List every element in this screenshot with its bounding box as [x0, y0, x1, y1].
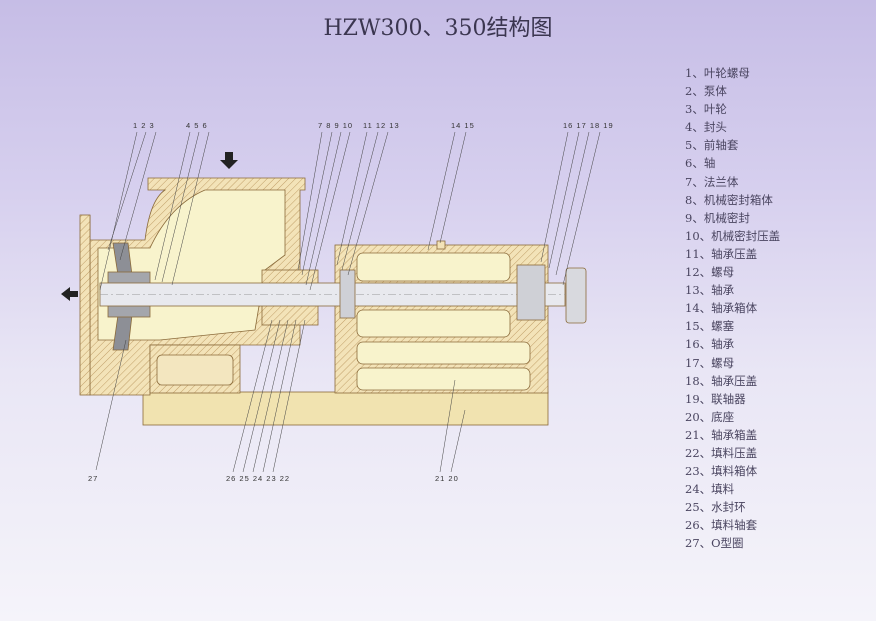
callout-4-6: 4 5 6 — [186, 121, 208, 130]
legend-item: 14、轴承箱体 — [685, 301, 758, 316]
callout-16-19: 16 17 18 19 — [563, 121, 614, 130]
base-plate — [142, 391, 549, 426]
callout-26-22: 26 25 24 23 22 — [226, 474, 291, 483]
legend-item: 1、叶轮螺母 — [685, 66, 750, 80]
inlet-arrow-icon — [220, 152, 238, 169]
legend-item: 6、轴 — [685, 156, 716, 171]
legend-item: 17、螺母 — [685, 355, 735, 370]
legend-item: 19、联轴器 — [685, 391, 746, 406]
legend-item: 18、轴承压盖 — [685, 373, 758, 388]
legend-item: 9、机械密封 — [685, 210, 750, 225]
legend-item: 23、填料箱体 — [685, 464, 758, 479]
callout-1-3: 1 2 3 — [133, 121, 155, 130]
outlet-flange — [79, 214, 91, 396]
legend-item: 16、轴承 — [685, 337, 735, 352]
callout-27: 27 — [88, 474, 99, 483]
legend-item: 2、泵体 — [685, 84, 727, 99]
callout-21-20: 21 20 — [435, 474, 459, 483]
legend-item: 12、螺母 — [685, 265, 735, 280]
legend-item: 25、水封环 — [685, 500, 746, 515]
legend-item: 26、填料轴套 — [685, 518, 758, 533]
callout-14-15: 14 15 — [451, 121, 475, 130]
callout-7-10: 7 8 9 10 — [318, 121, 354, 130]
legend-item: 4、封头 — [685, 120, 727, 135]
legend-item: 21、轴承箱盖 — [685, 427, 758, 442]
legend-item: 24、填料 — [685, 482, 735, 497]
callout-11-13: 11 12 13 — [363, 121, 400, 130]
legend-item: 3、叶轮 — [685, 102, 727, 117]
legend-item: 5、前轴套 — [685, 138, 739, 153]
coupling — [565, 267, 587, 324]
legend-item: 27、O型圈 — [685, 536, 744, 551]
legend-item: 8、机械密封箱体 — [685, 192, 773, 207]
legend-item: 10、机械密封压盖 — [685, 228, 781, 243]
legend-item: 13、轴承 — [685, 283, 735, 298]
legend-item: 11、轴承压盖 — [685, 246, 758, 261]
outlet-arrow-icon — [61, 287, 78, 301]
leader-lines — [95, 131, 601, 473]
legend-item: 15、螺塞 — [685, 319, 735, 334]
legend-item: 7、法兰体 — [685, 174, 739, 189]
legend-item: 20、底座 — [685, 409, 735, 424]
diagram-title: HZW300、350结构图 — [323, 16, 553, 41]
legend-item: 22、填料压盖 — [685, 445, 758, 460]
parts-legend: 1、叶轮螺母 2、泵体 3、叶轮 4、封头 5、前轴套 6、轴 7、法兰体 8、… — [685, 64, 780, 553]
